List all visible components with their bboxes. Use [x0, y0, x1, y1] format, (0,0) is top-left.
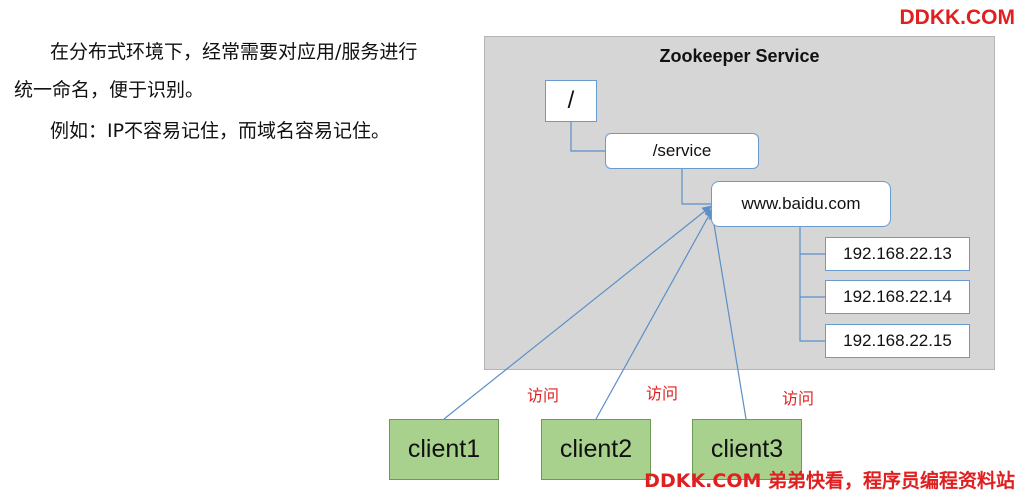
watermark-bottom: DDKK.COM 弟弟快看，程序员编程资料站	[644, 470, 1015, 492]
node-ip-2: 192.168.22.14	[825, 280, 970, 314]
description-paragraph: 在分布式环境下，经常需要对应用/服务进行统一命名，便于识别。	[14, 41, 418, 101]
client-1-box: client1	[389, 419, 499, 480]
node-ip-1: 192.168.22.13	[825, 237, 970, 271]
node-domain: www.baidu.com	[711, 181, 891, 227]
access-label-1: 访问	[527, 386, 560, 405]
service-title: Zookeeper Service	[659, 46, 820, 66]
node-root: /	[545, 80, 597, 122]
watermark-top: DDKK.COM	[899, 6, 1016, 29]
example-paragraph: 例如：IP不容易记住，而域名容易记住。	[50, 120, 391, 142]
client-2-box: client2	[541, 419, 651, 480]
node-ip-3: 192.168.22.15	[825, 324, 970, 358]
node-service: /service	[605, 133, 759, 169]
access-label-2: 访问	[646, 384, 679, 403]
client-3-box: client3	[692, 419, 802, 480]
access-label-3: 访问	[782, 389, 815, 408]
